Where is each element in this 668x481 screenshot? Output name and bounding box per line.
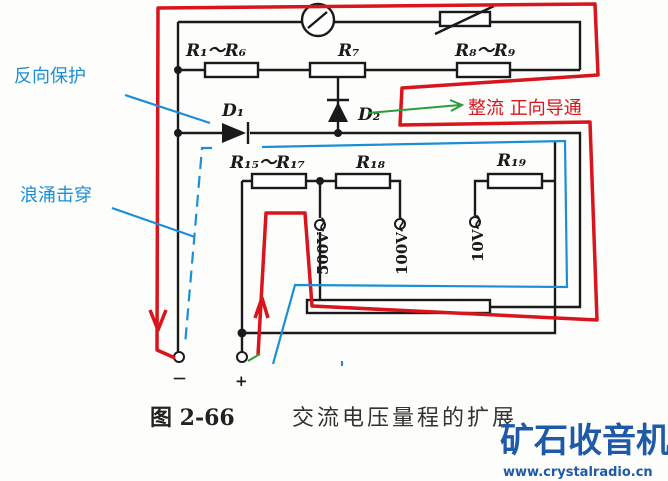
terminal-negative[interactable] <box>173 351 185 363</box>
resistor-r1-r6 <box>203 61 260 79</box>
arrow-up-icon <box>253 296 270 319</box>
arrow-down-icon <box>148 309 168 332</box>
terminal-positive[interactable] <box>236 351 248 363</box>
blue-annotation-lines <box>111 93 569 366</box>
label-d1: D₁ <box>221 101 244 121</box>
resistor-r18 <box>334 172 392 190</box>
figure-number: 图 2-66 <box>150 405 235 431</box>
label-d2: D₂ <box>357 105 380 125</box>
resistor-r7 <box>308 61 367 79</box>
meter-symbol <box>300 2 336 38</box>
label-10v: 10V～ <box>469 214 487 262</box>
watermark-url: www.crystalradio.cn <box>503 465 653 480</box>
variable-resistor <box>434 4 495 36</box>
label-r15-r17: R₁₅～R₁₇ <box>229 153 305 173</box>
figure-title: 交流电压量程的扩展 <box>292 406 517 431</box>
terminals <box>173 216 481 363</box>
terminal-10v[interactable] <box>469 216 481 228</box>
diode-d2 <box>327 98 349 122</box>
pointer-surge-breakdown <box>111 206 196 239</box>
label-negative: － <box>172 370 187 388</box>
label-r18: R₁₈ <box>355 153 386 173</box>
annotation-surge-breakdown: 浪涌击穿 <box>20 185 92 206</box>
label-positive: + <box>235 372 248 390</box>
annotation-reverse-protection: 反向保护 <box>14 66 86 87</box>
label-r7: R₇ <box>337 41 360 61</box>
resistor-r8-r9 <box>455 61 512 79</box>
circuit-wires <box>176 20 582 352</box>
surge-dashed-path <box>183 146 212 346</box>
label-r19: R₁₉ <box>496 151 527 171</box>
label-500v: 500V～ <box>314 217 332 275</box>
watermark-logo: 矿石收音机 <box>500 421 668 461</box>
terminal-500v[interactable] <box>314 219 326 231</box>
blue-current-path <box>261 139 569 365</box>
resistor-r15-r17 <box>250 172 308 190</box>
terminal-100v[interactable] <box>394 218 406 230</box>
resistor-r19 <box>486 172 544 190</box>
red-current-path <box>148 2 600 360</box>
label-r8-r9: R₈～R₉ <box>454 41 516 61</box>
junction-dots <box>174 66 342 338</box>
label-100v: 100V～ <box>393 217 411 275</box>
pointer-reverse-protection <box>124 93 211 125</box>
green-arrow-icon <box>247 99 465 362</box>
annotation-rectify-forward: 整流 正向导通 <box>468 98 582 119</box>
diode-d1 <box>222 122 250 144</box>
label-r1-r6: R₁～R₆ <box>185 41 246 61</box>
